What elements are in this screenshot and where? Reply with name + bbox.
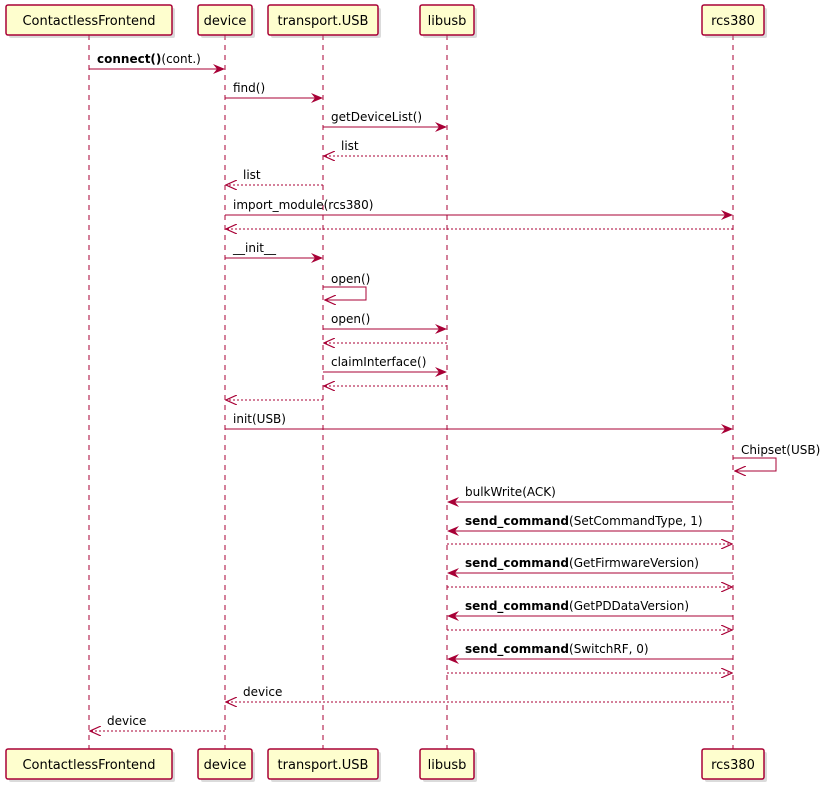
message-label: open() [331, 312, 370, 326]
participant-tusb-top: transport.USB [267, 4, 381, 38]
message-9: open() [323, 312, 447, 334]
participant-label: transport.USB [278, 14, 369, 29]
participant-box [701, 4, 765, 36]
participant-label: ContactlessFrontend [22, 14, 155, 29]
message-label: init(USB) [233, 412, 286, 426]
message-label: open() [331, 272, 370, 286]
participant-dev-bottom: device [197, 748, 255, 782]
message-label-bold: send_command [465, 599, 569, 614]
participants: ContactlessFrontendContactlessFrontendde… [5, 4, 767, 782]
message-3: list [324, 139, 447, 156]
message-label-bold: send_command [465, 514, 569, 529]
message-16: bulkWrite(ACK) [447, 485, 733, 507]
message-label-bold: send_command [465, 556, 569, 571]
message-label-text: device [243, 685, 282, 699]
message-label: import_module(rcs380) [233, 198, 373, 212]
participant-label: rcs380 [711, 758, 755, 773]
message-8: open() [323, 272, 370, 300]
participant-box [197, 4, 253, 36]
participant-box [197, 748, 253, 780]
message-label-text: (SetCommandType, 1) [569, 514, 703, 528]
participant-label: libusb [428, 758, 467, 773]
participant-box [267, 4, 379, 36]
participant-tusb-bottom: transport.USB [267, 748, 381, 782]
message-label: list [243, 168, 261, 182]
message-label-bold: connect() [97, 52, 161, 66]
participant-label: libusb [428, 14, 467, 29]
message-label: device [243, 685, 282, 699]
message-label-text: open() [331, 312, 370, 326]
participant-box [267, 748, 379, 780]
participant-box [419, 748, 475, 780]
message-label: send_command(SetCommandType, 1) [465, 514, 703, 529]
participant-cf-bottom: ContactlessFrontend [5, 748, 175, 782]
message-label: send_command(GetFirmwareVersion) [465, 556, 699, 571]
self-message-arrow [323, 286, 367, 300]
message-14: init(USB) [225, 412, 733, 434]
self-message-arrow [733, 457, 777, 471]
participant-box [701, 748, 765, 780]
message-label-text: find() [233, 81, 265, 95]
message-label: getDeviceList() [331, 110, 422, 124]
message-label: connect()(cont.) [97, 52, 201, 66]
message-label-text: (SwitchRF, 0) [569, 642, 649, 656]
participant-lib-top: libusb [419, 4, 477, 38]
message-label-text: getDeviceList() [331, 110, 422, 124]
message-label-text: Chipset(USB) [741, 443, 820, 457]
message-19: send_command(GetFirmwareVersion) [447, 556, 733, 578]
message-5: import_module(rcs380) [225, 198, 733, 220]
message-label-text: open() [331, 272, 370, 286]
message-17: send_command(SetCommandType, 1) [447, 514, 733, 536]
message-label-bold: send_command [465, 642, 569, 657]
messages: connect()(cont.) find() getDeviceList() lis… [89, 52, 820, 731]
message-label: list [341, 139, 359, 153]
participant-dev-top: device [197, 4, 255, 38]
message-11: claimInterface() [323, 355, 447, 377]
message-label: send_command(GetPDDataVersion) [465, 599, 689, 614]
participant-label: device [204, 14, 247, 29]
message-label-text: __init__ [232, 241, 277, 255]
message-1: find() [225, 81, 323, 103]
participant-label: rcs380 [711, 14, 755, 29]
message-25: device [226, 685, 733, 702]
participant-rcs-top: rcs380 [701, 4, 767, 38]
message-21: send_command(GetPDDataVersion) [447, 599, 733, 621]
participant-box [5, 4, 173, 36]
message-label: Chipset(USB) [741, 443, 820, 457]
message-26: device [90, 714, 225, 731]
message-label-text: bulkWrite(ACK) [465, 485, 556, 499]
message-label-text: claimInterface() [331, 355, 426, 369]
participant-label: transport.USB [278, 758, 369, 773]
participant-box [5, 748, 173, 780]
message-0: connect()(cont.) [89, 52, 225, 74]
message-label-text: (cont.) [161, 52, 200, 66]
participant-label: device [204, 758, 247, 773]
message-4: list [226, 168, 323, 185]
message-label-text: device [107, 714, 146, 728]
participant-lib-bottom: libusb [419, 748, 477, 782]
message-2: getDeviceList() [323, 110, 447, 132]
message-label-text: (GetPDDataVersion) [569, 599, 689, 613]
message-label: claimInterface() [331, 355, 426, 369]
message-label-text: list [341, 139, 359, 153]
message-15: Chipset(USB) [733, 443, 820, 471]
participant-rcs-bottom: rcs380 [701, 748, 767, 782]
message-label-text: import_module(rcs380) [233, 198, 373, 212]
message-label: bulkWrite(ACK) [465, 485, 556, 499]
message-label-text: list [243, 168, 261, 182]
participant-label: ContactlessFrontend [22, 758, 155, 773]
message-label-text: (GetFirmwareVersion) [569, 556, 699, 570]
message-23: send_command(SwitchRF, 0) [447, 642, 733, 664]
message-label: find() [233, 81, 265, 95]
message-label: send_command(SwitchRF, 0) [465, 642, 649, 657]
message-label: __init__ [232, 241, 277, 255]
message-7: __init__ [225, 241, 323, 263]
participant-cf-top: ContactlessFrontend [5, 4, 175, 38]
message-label: device [107, 714, 146, 728]
participant-box [419, 4, 475, 36]
message-label-text: init(USB) [233, 412, 286, 426]
